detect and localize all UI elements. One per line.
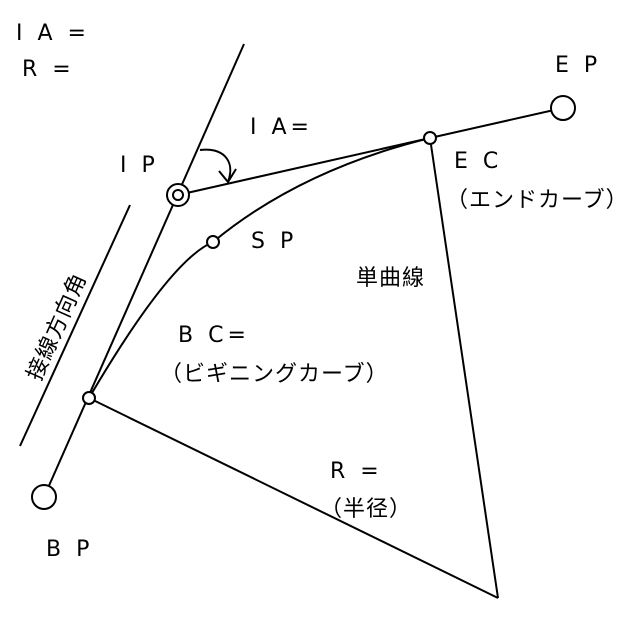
header-r-label: R = — [22, 57, 75, 82]
header-ia-label: I A = — [16, 21, 90, 46]
simple-curve-label: 単曲線 — [356, 266, 425, 291]
ip-point-inner — [172, 189, 184, 201]
tangent-line-back — [43, 43, 245, 498]
ec-to-ep-line — [429, 107, 564, 139]
tangent-direction-label: 接線方向角 — [23, 269, 93, 384]
ec-sub-label: （エンドカーブ） — [446, 188, 629, 213]
bc-sub-label: （ビギニングカーブ） — [160, 362, 389, 387]
ia-angle-label: I A= — [250, 115, 313, 140]
bp-point — [31, 484, 57, 510]
ep-label: E P — [555, 53, 601, 78]
radius-line-bc — [88, 397, 499, 599]
angle-arrowhead — [218, 168, 237, 184]
ip-label: I P — [120, 153, 159, 178]
r-sub-label: （半径） — [320, 497, 412, 522]
ec-label: E C — [454, 149, 502, 174]
r-label: R = — [330, 459, 383, 484]
ep-point — [550, 95, 576, 121]
tangent-direction-line — [19, 204, 131, 447]
radius-line-ec — [429, 137, 499, 599]
sp-point — [206, 235, 220, 249]
tangent-line-forward — [177, 137, 431, 196]
bc-label: B C= — [178, 323, 250, 348]
bp-label: B P — [46, 537, 93, 562]
angle-arrow — [199, 148, 232, 183]
sp-label: S P — [251, 229, 297, 254]
bc-point — [82, 391, 96, 405]
ec-point — [423, 131, 437, 145]
